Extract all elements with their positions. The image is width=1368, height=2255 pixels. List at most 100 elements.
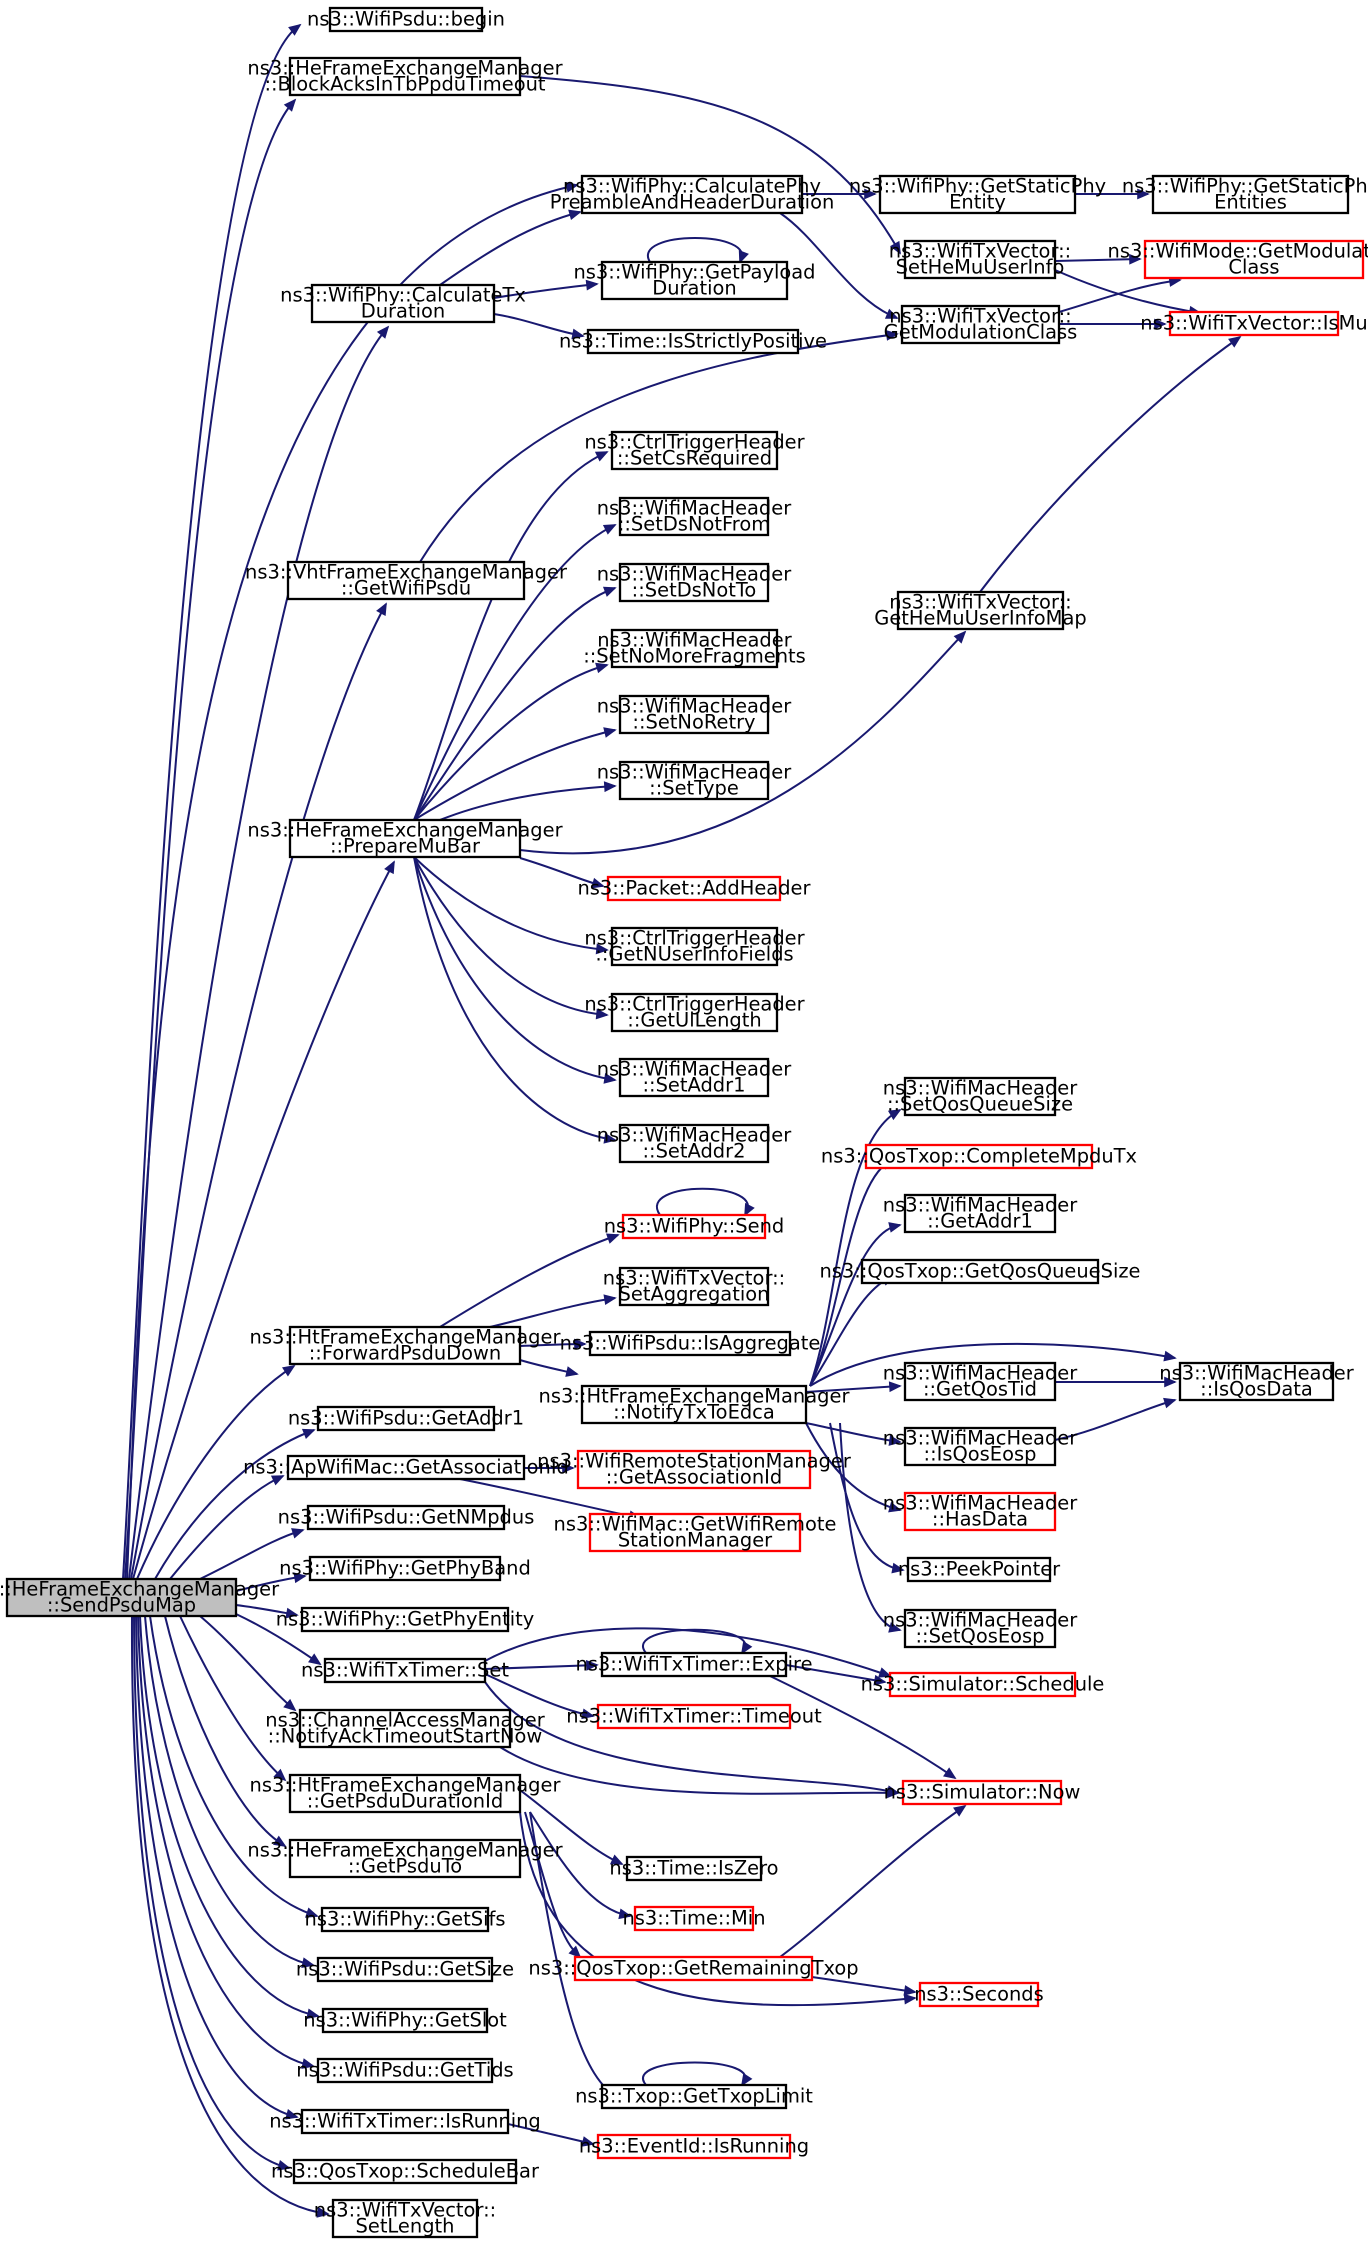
node-peek-pointer[interactable]: ns3::PeekPointer	[898, 1556, 1060, 1583]
node-timer-timeout[interactable]: ns3::WifiTxTimer::Timeout	[566, 1703, 822, 1730]
edge-arrowhead	[864, 188, 877, 200]
node-label-line: SetAggregation	[619, 1283, 770, 1306]
node-timer-is-running[interactable]: ns3::WifiTxTimer::IsRunning	[269, 2108, 541, 2135]
node-label-line: ns3::HeFrameExchangeManager	[0, 1577, 279, 1600]
node-notify-ack-timeout[interactable]: ns3::ChannelAccessManager::NotifyAckTime…	[265, 1708, 545, 1749]
node-psdu-get-addr1[interactable]: ns3::WifiPsdu::GetAddr1	[288, 1405, 524, 1432]
node-label-line: ns3::WifiMac::GetWifiRemote	[554, 1512, 837, 1535]
edge-arrowhead	[574, 1338, 587, 1350]
node-box	[323, 1657, 487, 1684]
call-edge-calc_tx_duration-to-calc_phy	[439, 209, 582, 286]
node-get-addr1-hdr[interactable]: ns3::WifiMacHeader::GetAddr1	[883, 1193, 1078, 1234]
node-box	[900, 304, 1061, 345]
node-prepare-mu-bar[interactable]: ns3::HeFrameExchangeManager::PrepareMuBa…	[247, 818, 563, 859]
node-psdu-begin[interactable]: ns3::WifiPsdu::begin	[307, 6, 505, 33]
node-get-qos-queue-size[interactable]: ns3::QosTxop::GetQosQueueSize	[819, 1258, 1141, 1285]
node-psdu-get-size[interactable]: ns3::WifiPsdu::GetSize	[296, 1956, 514, 1983]
node-forward-psdu-down[interactable]: ns3::HtFrameExchangeManager::ForwardPsdu…	[250, 1325, 561, 1366]
node-set-no-retry[interactable]: ns3::WifiMacHeader::SetNoRetry	[597, 694, 791, 735]
node-get-phy-entity[interactable]: ns3::WifiPhy::GetPhyEntity	[276, 1606, 535, 1633]
node-is-strictly-positive[interactable]: ns3::Time::IsStrictlyPositive	[559, 328, 827, 355]
node-get-association-id[interactable]: ns3::ApWifiMac::GetAssociationId	[243, 1454, 569, 1481]
edge-arrowhead	[953, 630, 967, 644]
node-label-line: ::BlockAcksInTbPpduTimeout	[264, 73, 545, 96]
node-sim-now[interactable]: ns3::Simulator::Now	[884, 1779, 1081, 1806]
edge-arrowhead	[562, 1462, 575, 1474]
node-calc-phy[interactable]: ns3::WifiPhy::CalculatePhyPreambleAndHea…	[550, 174, 835, 215]
node-block-acks[interactable]: ns3::HeFrameExchangeManager::BlockAcksIn…	[247, 56, 563, 97]
node-box	[580, 174, 804, 215]
node-add-header[interactable]: ns3::Packet::AddHeader	[577, 875, 811, 902]
call-edge-notify_tx_to_edca-to-is_qos_data	[809, 1342, 1177, 1387]
node-is-qos-data[interactable]: ns3::WifiMacHeader::IsQosData	[1159, 1361, 1354, 1402]
node-get-remaining-txop[interactable]: ns3::QosTxop::GetRemainingTxop	[528, 1955, 859, 1982]
node-is-qos-eosp[interactable]: ns3::WifiMacHeader::IsQosEosp	[883, 1426, 1078, 1467]
node-get-ul-length[interactable]: ns3::CtrlTriggerHeader::GetUlLength	[584, 992, 805, 1033]
call-edge-vht_get_wifi_psdu-to-get_mod_class_tx	[419, 330, 899, 563]
call-edge-calc_phy-to-get_static_entity	[801, 188, 877, 200]
node-vht-get-wifi-psdu[interactable]: ns3::VhtFrameExchangeManager::GetWifiPsd…	[245, 560, 567, 601]
node-event-is-running[interactable]: ns3::EventId::IsRunning	[579, 2133, 809, 2160]
node-set-length[interactable]: ns3::WifiTxVector::SetLength	[314, 2198, 496, 2239]
call-edge-root-to-schedule_bar	[132, 1615, 291, 2171]
node-set-addr1[interactable]: ns3::WifiMacHeader::SetAddr1	[597, 1057, 791, 1098]
node-box	[5, 1577, 238, 1618]
node-set-ds-not-from[interactable]: ns3::WifiMacHeader::SetDsNotFrom	[597, 496, 791, 537]
node-get-psdu-duration-id[interactable]: ns3::HtFrameExchangeManager::GetPsduDura…	[250, 1773, 561, 1814]
node-get-he-mu-user-info-map[interactable]: ns3::WifiTxVector::GetHeMuUserInfoMap	[874, 590, 1087, 631]
node-get-psdu-to[interactable]: ns3::HeFrameExchangeManager::GetPsduTo	[247, 1838, 563, 1879]
node-set-addr2[interactable]: ns3::WifiMacHeader::SetAddr2	[597, 1123, 791, 1164]
node-set-qos-eosp[interactable]: ns3::WifiMacHeader::SetQosEosp	[883, 1608, 1078, 1649]
node-get-n-user-info-fields[interactable]: ns3::CtrlTriggerHeader::GetNUserInfoFiel…	[584, 926, 805, 967]
node-rsm-get-association-id[interactable]: ns3::WifiRemoteStationManager::GetAssoci…	[537, 1449, 851, 1490]
edge-arrowhead	[571, 328, 585, 340]
node-get-phy-band[interactable]: ns3::WifiPhy::GetPhyBand	[279, 1555, 531, 1582]
node-phy-send[interactable]: ns3::WifiPhy::Send	[604, 1213, 785, 1240]
node-set-cs-required[interactable]: ns3::CtrlTriggerHeader::SetCsRequired	[584, 430, 805, 471]
node-label-line: ns3::HtFrameExchangeManager	[539, 1384, 850, 1407]
node-timer-set[interactable]: ns3::WifiTxTimer::Set	[301, 1657, 509, 1684]
call-edge-timer_set-to-sim_schedule	[484, 1627, 892, 1678]
edge-arrowhead	[293, 1572, 307, 1584]
node-complete-mpdu-tx[interactable]: ns3::QosTxop::CompleteMpduTx	[821, 1143, 1137, 1170]
node-time-is-zero[interactable]: ns3::Time::IsZero	[609, 1855, 779, 1882]
node-set-he-mu-user-info[interactable]: ns3::WifiTxVector::SetHeMuUserInfo	[889, 239, 1071, 280]
call-edge-root-to-prepare_mu_bar	[132, 860, 395, 1580]
node-get-txop-limit[interactable]: ns3::Txop::GetTxopLimit	[575, 2083, 813, 2110]
node-label-line: Entities	[1214, 191, 1287, 214]
node-sim-schedule[interactable]: ns3::Simulator::Schedule	[861, 1671, 1105, 1698]
node-time-min[interactable]: ns3::Time::Min	[622, 1905, 766, 1932]
node-set-type[interactable]: ns3::WifiMacHeader::SetType	[597, 760, 791, 801]
node-has-data[interactable]: ns3::WifiMacHeader::HasData	[883, 1491, 1078, 1532]
node-label-line: ns3::QosTxop::GetQosQueueSize	[819, 1260, 1140, 1283]
node-box	[903, 1361, 1057, 1402]
node-label-line: ns3::HtFrameExchangeManager	[250, 1325, 561, 1348]
node-set-no-more-fragments[interactable]: ns3::WifiMacHeader::SetNoMoreFragments	[583, 628, 806, 669]
node-get-n-mpdus[interactable]: ns3::WifiPsdu::GetNMpdus	[278, 1504, 535, 1531]
node-schedule-bar[interactable]: ns3::QosTxop::ScheduleBar	[271, 2158, 539, 2185]
node-timer-expire[interactable]: ns3::WifiTxTimer::Expire	[575, 1651, 813, 1678]
edge-arrowhead	[888, 1381, 902, 1393]
node-label-line: ns3::QosTxop::GetRemainingTxop	[528, 1957, 858, 1980]
node-set-qos-queue-size[interactable]: ns3::WifiMacHeader::SetQosQueueSize	[883, 1076, 1078, 1117]
node-set-aggregation[interactable]: ns3::WifiTxVector::SetAggregation	[603, 1266, 785, 1307]
node-get-wifi-remote-sm[interactable]: ns3::WifiMac::GetWifiRemoteStationManage…	[554, 1512, 837, 1553]
node-box	[300, 1606, 510, 1633]
node-get-qos-tid[interactable]: ns3::WifiMacHeader::GetQosTid	[883, 1361, 1078, 1402]
node-box	[903, 1491, 1057, 1532]
node-set-ds-not-to[interactable]: ns3::WifiMacHeader::SetDsNotTo	[597, 562, 791, 603]
node-is-aggregate[interactable]: ns3::WifiPsdu::IsAggregate	[560, 1330, 821, 1357]
node-get-sifs[interactable]: ns3::WifiPhy::GetSifs	[305, 1906, 506, 1933]
node-is-mu[interactable]: ns3::WifiTxVector::IsMu	[1140, 310, 1368, 337]
node-seconds[interactable]: ns3::Seconds	[914, 1981, 1044, 2008]
node-get-mod-class-mode[interactable]: ns3::WifiMode::GetModulationClass	[1108, 239, 1368, 280]
node-get-slot[interactable]: ns3::WifiPhy::GetSlot	[303, 2007, 507, 2034]
node-notify-tx-to-edca[interactable]: ns3::HtFrameExchangeManager::NotifyTxToE…	[539, 1384, 850, 1425]
node-get-mod-class-tx[interactable]: ns3::WifiTxVector::GetModulationClass	[884, 304, 1078, 345]
node-root[interactable]: ns3::HeFrameExchangeManager::SendPsduMap	[0, 1577, 279, 1618]
node-get-tids[interactable]: ns3::WifiPsdu::GetTids	[296, 2057, 514, 2084]
